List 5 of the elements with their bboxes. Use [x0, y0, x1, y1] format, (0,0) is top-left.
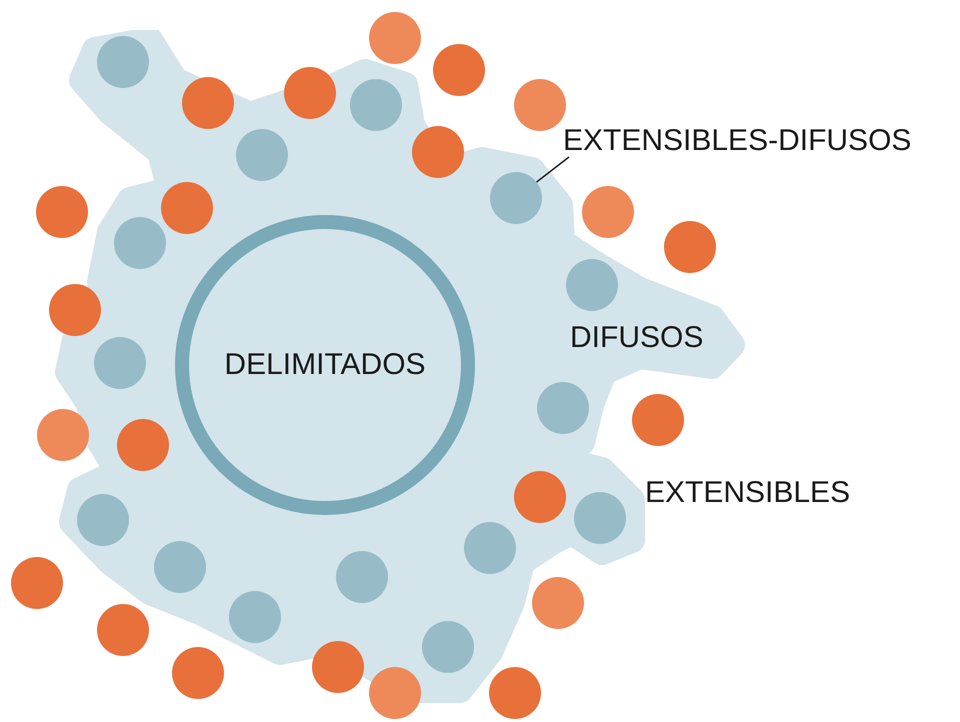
leader-line	[536, 156, 570, 183]
callout-text: EXTENSIBLES-DIFUSOS	[563, 126, 912, 156]
circle-label: DELIMITADOS	[224, 348, 426, 382]
category-label: EXTENSIBLES	[645, 478, 850, 508]
region-label: DIFUSOS	[570, 323, 704, 353]
